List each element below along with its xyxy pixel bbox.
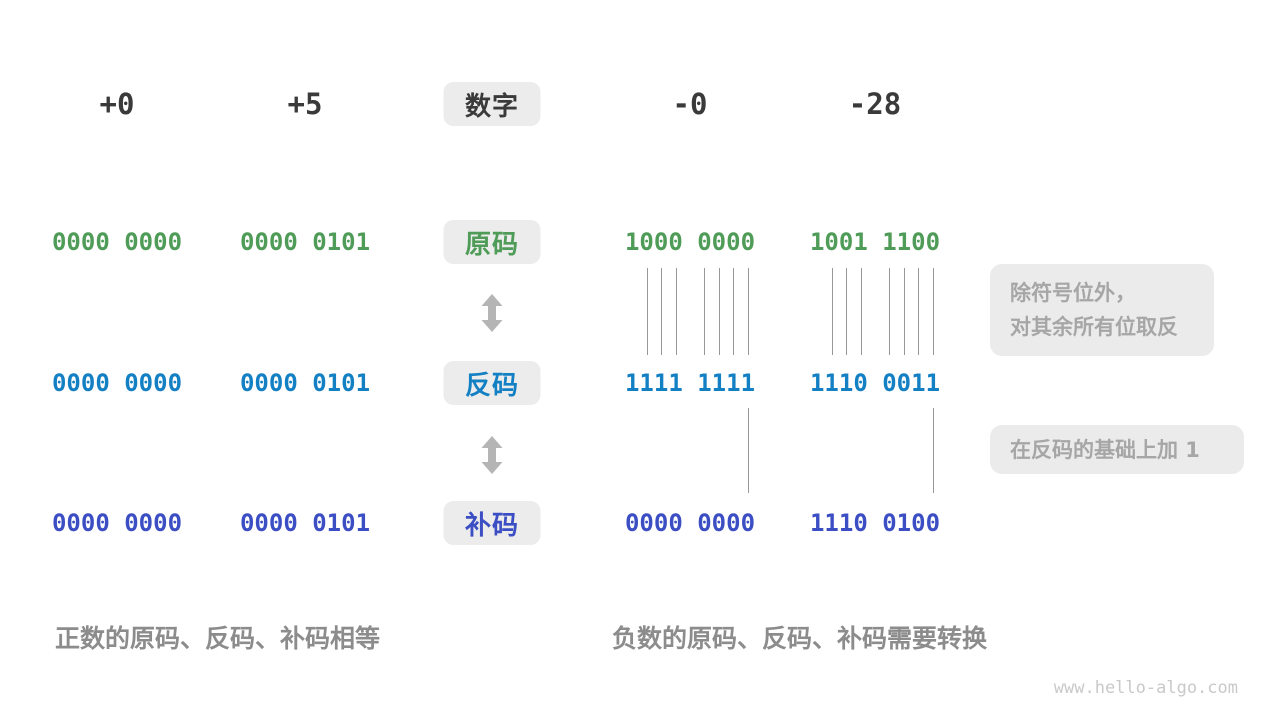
bit-tick-line — [661, 268, 662, 355]
bit-tick-line — [861, 268, 862, 355]
bit-tick-line — [748, 268, 749, 355]
twos-complement-minus0: 0000 0000 — [624, 509, 756, 537]
twos-complement-minus28: 1110 0100 — [809, 509, 941, 537]
bit-tick-line — [933, 268, 934, 355]
bit-tick-line — [846, 268, 847, 355]
label-box-ones-complement: 反码 — [443, 361, 541, 405]
sign-magnitude-plus0: 0000 0000 — [51, 228, 183, 256]
note-add-one: 在反码的基础上加 1 — [990, 425, 1244, 474]
bit-tick-line — [704, 268, 705, 355]
add-one-line — [748, 408, 749, 493]
caption-positive-numbers: 正数的原码、反码、补码相等 — [55, 624, 381, 653]
label-box-twos-complement: 补码 — [443, 501, 541, 545]
add-one-line — [933, 408, 934, 493]
label-box-number: 数字 — [443, 82, 541, 126]
bit-tick-line — [918, 268, 919, 355]
note-flip-bits-line1: 除符号位外， — [1010, 281, 1136, 305]
bit-tick-line — [647, 268, 648, 355]
number-plus-5: +5 — [287, 87, 323, 121]
number-minus-28: -28 — [848, 87, 902, 121]
sign-magnitude-plus5: 0000 0101 — [239, 228, 371, 256]
label-box-sign-magnitude: 原码 — [443, 220, 541, 264]
ones-complement-minus28: 1110 0011 — [809, 369, 941, 397]
label-sign-magnitude-text: 原码 — [464, 229, 519, 260]
ones-complement-plus5: 0000 0101 — [239, 369, 371, 397]
bit-tick-line — [719, 268, 720, 355]
twos-complement-plus0: 0000 0000 — [51, 509, 183, 537]
note-flip-bits-line2: 对其余所有位取反 — [1010, 315, 1178, 339]
label-twos-complement-text: 补码 — [464, 510, 519, 541]
bit-tick-line — [733, 268, 734, 355]
sign-magnitude-minus28: 1001 1100 — [809, 228, 941, 256]
twos-complement-plus5: 0000 0101 — [239, 509, 371, 537]
ones-complement-minus0: 1111 1111 — [624, 369, 756, 397]
updown-arrow-icon — [481, 436, 503, 474]
label-ones-complement-text: 反码 — [464, 370, 519, 401]
ones-complement-plus0: 0000 0000 — [51, 369, 183, 397]
sign-magnitude-minus0: 1000 0000 — [624, 228, 756, 256]
caption-negative-numbers: 负数的原码、反码、补码需要转换 — [612, 624, 988, 653]
note-flip-bits: 除符号位外， 对其余所有位取反 — [990, 264, 1214, 356]
updown-arrow-icon — [481, 294, 503, 332]
label-number-text: 数字 — [464, 91, 519, 122]
number-plus-0: +0 — [99, 87, 135, 121]
number-minus-0: -0 — [672, 87, 708, 121]
bit-tick-line — [832, 268, 833, 355]
bit-tick-line — [904, 268, 905, 355]
bit-tick-line — [889, 268, 890, 355]
bit-tick-line — [676, 268, 677, 355]
note-add-one-line1: 在反码的基础上加 1 — [1010, 437, 1200, 462]
watermark-url: www.hello-algo.com — [1053, 678, 1238, 698]
